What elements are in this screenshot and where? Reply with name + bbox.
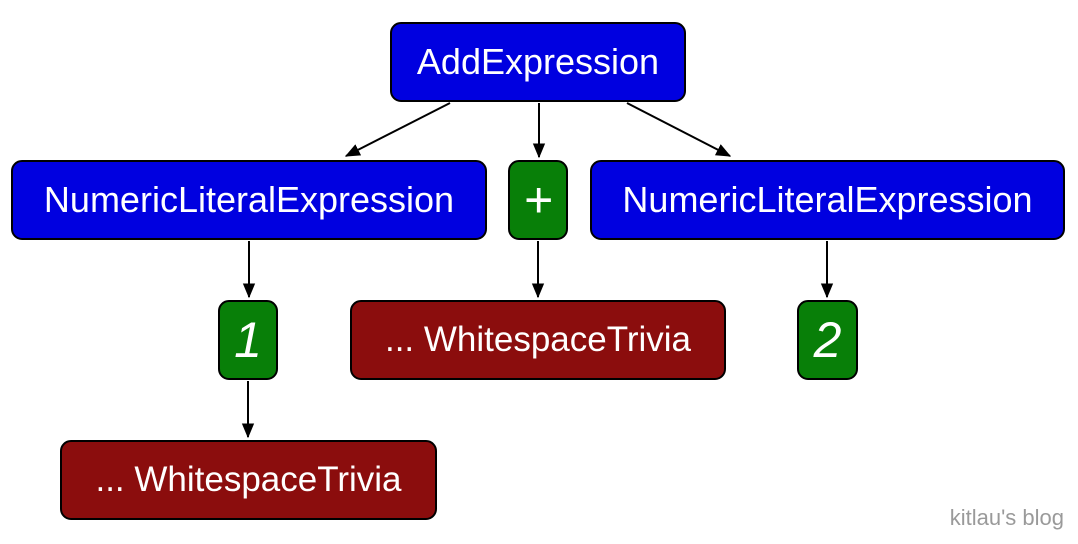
node-whitespace-trivia-middle: ... WhitespaceTrivia xyxy=(350,300,726,380)
node-add-expression: AddExpression xyxy=(390,22,686,102)
edge-add-to-right-numeric xyxy=(626,102,732,157)
node-numeric-literal-right: NumericLiteralExpression xyxy=(590,160,1065,240)
node-token-1: 1 xyxy=(218,300,278,380)
watermark-text: kitlau's blog xyxy=(949,505,1064,530)
edge-add-to-left-numeric xyxy=(344,102,451,157)
node-numeric-literal-left: NumericLiteralExpression xyxy=(11,160,487,240)
node-whitespace-trivia-bottom: ... WhitespaceTrivia xyxy=(60,440,437,520)
node-token-2: 2 xyxy=(797,300,858,380)
node-plus-token: + xyxy=(508,160,568,240)
